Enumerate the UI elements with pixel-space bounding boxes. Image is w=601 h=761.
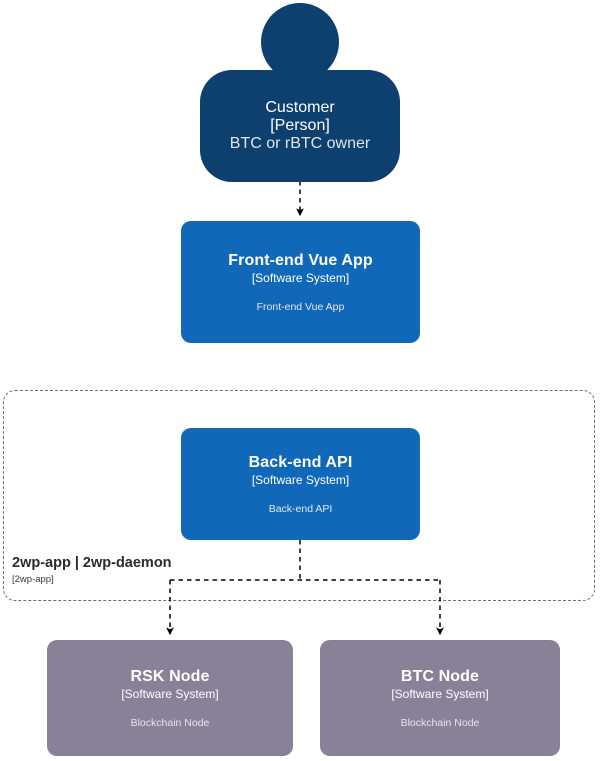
backend-type: [Software System] bbox=[251, 472, 350, 487]
boundary-label: 2wp-app | 2wp-daemon [2wp-app] bbox=[12, 554, 172, 586]
customer-title: Customer bbox=[265, 99, 335, 116]
rsk-node-description: Blockchain Node bbox=[130, 716, 210, 729]
boundary-2wp-app bbox=[3, 390, 595, 601]
customer-description: BTC or rBTC owner bbox=[229, 135, 371, 152]
frontend-description: Front-end Vue App bbox=[256, 300, 345, 313]
node-backend-api[interactable]: Back-end API [Software System] Back-end … bbox=[181, 428, 420, 540]
frontend-title: Front-end Vue App bbox=[228, 251, 373, 269]
customer-person-head-icon bbox=[261, 3, 339, 81]
node-rsk-node[interactable]: RSK Node [Software System] Blockchain No… bbox=[47, 640, 293, 756]
node-btc-node[interactable]: BTC Node [Software System] Blockchain No… bbox=[320, 640, 560, 756]
btc-node-title: BTC Node bbox=[400, 667, 480, 685]
backend-description: Back-end API bbox=[268, 502, 333, 515]
btc-node-type: [Software System] bbox=[391, 686, 489, 701]
boundary-name: 2wp-app | 2wp-daemon bbox=[12, 555, 172, 571]
customer-type: [Person] bbox=[270, 117, 330, 134]
boundary-type: [2wp-app] bbox=[12, 574, 54, 585]
rsk-node-title: RSK Node bbox=[130, 667, 210, 685]
rsk-node-type: [Software System] bbox=[121, 686, 219, 701]
frontend-type: [Software System] bbox=[251, 270, 350, 285]
node-customer[interactable]: Customer [Person] BTC or rBTC owner bbox=[200, 70, 400, 182]
btc-node-description: Blockchain Node bbox=[400, 716, 480, 729]
node-frontend-vue-app[interactable]: Front-end Vue App [Software System] Fron… bbox=[181, 221, 420, 343]
backend-title: Back-end API bbox=[248, 453, 353, 471]
